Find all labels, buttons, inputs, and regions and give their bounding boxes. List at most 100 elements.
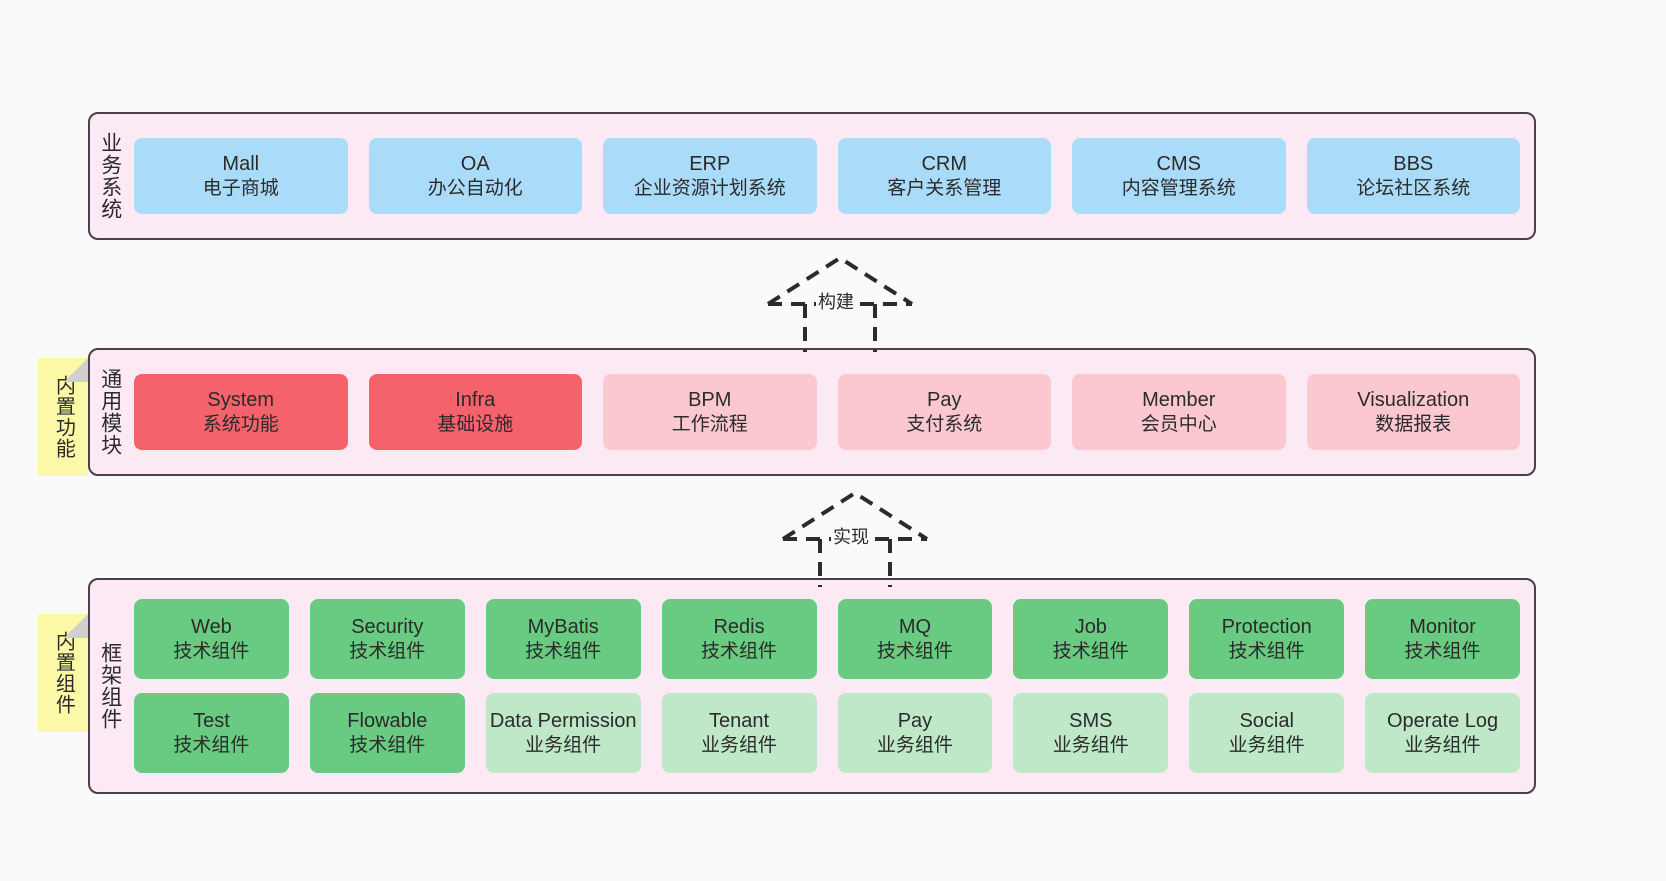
component-card-name: Tenant <box>709 710 770 733</box>
layer-business-system-title: 业务系统 <box>98 132 122 220</box>
component-card-name: SMS <box>1069 710 1113 733</box>
component-card-subtitle: 系统功能 <box>202 413 279 435</box>
component-card-name: CMS <box>1156 153 1201 176</box>
component-card-subtitle: 技术组件 <box>1404 640 1481 662</box>
connector-implement-label: 实现 <box>831 523 871 549</box>
component-card-subtitle: 技术组件 <box>876 640 953 662</box>
component-card-subtitle: 业务组件 <box>1052 734 1129 756</box>
component-card-name: Flowable <box>347 710 428 733</box>
layer-framework-components-title: 框架组件 <box>98 642 122 730</box>
component-card-name: OA <box>460 153 490 176</box>
component-card-subtitle: 论坛社区系统 <box>1356 177 1471 199</box>
component-card-name: Redis <box>713 616 765 639</box>
component-card-subtitle: 技术组件 <box>349 734 426 756</box>
component-card-subtitle: 业务组件 <box>525 734 602 756</box>
component-card-name: Data Permission <box>489 710 637 733</box>
component-card-subtitle: 客户关系管理 <box>887 177 1002 199</box>
component-card-subtitle: 业务组件 <box>701 734 778 756</box>
component-card-subtitle: 技术组件 <box>525 640 602 662</box>
component-card-name: MQ <box>898 616 932 639</box>
component-card-name: Pay <box>897 710 933 733</box>
component-card-name: MyBatis <box>527 616 599 639</box>
sticky-note-builtin-component-label: 内置组件 <box>52 631 75 715</box>
sticky-note-builtin-component: 内置组件 <box>38 614 88 732</box>
component-card-name: Member <box>1142 389 1216 412</box>
component-card-name: Protection <box>1221 616 1312 639</box>
component-card-name: Pay <box>927 389 962 412</box>
component-card-subtitle: 工作流程 <box>671 413 748 435</box>
component-card-subtitle: 办公自动化 <box>427 177 523 199</box>
component-card-name: BPM <box>688 389 732 412</box>
sticky-note-builtin-function: 内置功能 <box>38 358 88 476</box>
component-card-subtitle: 技术组件 <box>173 734 250 756</box>
component-card-name: System <box>207 389 275 412</box>
component-card-subtitle: 会员中心 <box>1140 413 1217 435</box>
component-card-subtitle: 业务组件 <box>1228 734 1305 756</box>
connector-build: 构建 <box>750 252 930 352</box>
component-card-subtitle: 数据报表 <box>1375 413 1452 435</box>
layer-common-modules-title: 通用模块 <box>98 368 122 456</box>
component-card-subtitle: 电子商城 <box>202 177 279 199</box>
component-card-name: Social <box>1239 710 1294 733</box>
component-card-subtitle: 内容管理系统 <box>1121 177 1236 199</box>
component-card-subtitle: 技术组件 <box>173 640 250 662</box>
connector-implement: 实现 <box>765 487 945 587</box>
component-card-name: Test <box>193 710 230 733</box>
component-card-subtitle: 业务组件 <box>1404 734 1481 756</box>
component-card-name: Mall <box>222 153 260 176</box>
component-card-name: Web <box>191 616 232 639</box>
component-card-name: CRM <box>921 153 968 176</box>
component-card-name: Infra <box>455 389 496 412</box>
component-card-name: Job <box>1074 616 1107 639</box>
component-card-subtitle: 支付系统 <box>906 413 983 435</box>
sticky-note-builtin-function-label: 内置功能 <box>52 375 75 459</box>
component-card-name: Security <box>351 616 424 639</box>
connector-build-label: 构建 <box>816 288 856 314</box>
component-card-subtitle: 技术组件 <box>1228 640 1305 662</box>
component-card-subtitle: 技术组件 <box>701 640 778 662</box>
component-card-name: Visualization <box>1357 389 1470 412</box>
component-card-subtitle: 业务组件 <box>876 734 953 756</box>
component-card-subtitle: 技术组件 <box>1052 640 1129 662</box>
component-card-subtitle: 企业资源计划系统 <box>633 177 786 199</box>
component-card-subtitle: 技术组件 <box>349 640 426 662</box>
